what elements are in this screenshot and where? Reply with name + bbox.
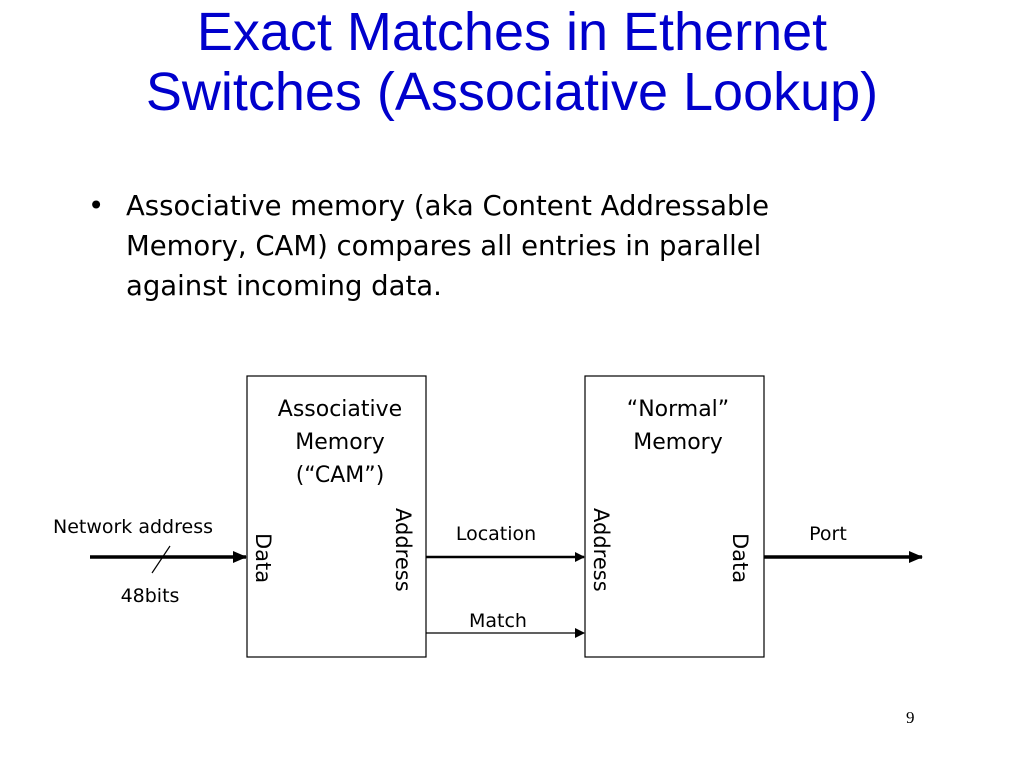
- bullet-list: • Associative memory (aka Content Addres…: [88, 186, 888, 306]
- bullet-line-2: Memory, CAM) compares all entries in par…: [126, 230, 762, 262]
- normal-address-port-label: Address: [589, 508, 613, 592]
- title-line-2: Switches (Associative Lookup): [145, 62, 879, 122]
- normal-data-port-label: Data: [728, 533, 752, 583]
- cam-label-line-2: Memory: [295, 430, 384, 455]
- bus-width-slash: [151, 545, 171, 574]
- bus-width-label: 48bits: [121, 585, 180, 607]
- location-label: Location: [456, 523, 536, 545]
- cam-label-line-3: (“CAM”): [296, 463, 385, 488]
- port-label: Port: [809, 523, 847, 545]
- normal-memory-label-line-2: Memory: [633, 430, 722, 455]
- network-address-label: Network address: [53, 516, 213, 538]
- cam-box: [246, 375, 427, 658]
- page-number: 9: [906, 708, 915, 727]
- bullet-line-1: Associative memory (aka Content Addressa…: [126, 190, 770, 222]
- cam-data-port-label: Data: [251, 533, 275, 583]
- cam-label-line-1: Associative: [278, 397, 402, 422]
- bullet-item: • Associative memory (aka Content Addres…: [88, 186, 888, 306]
- bullet-marker: •: [88, 190, 105, 222]
- normal-memory-label-line-1: “Normal”: [627, 397, 729, 422]
- bullet-line-3: against incoming data.: [126, 270, 442, 302]
- title-line-1: Exact Matches in Ethernet: [196, 2, 828, 62]
- cam-address-port-label: Address: [391, 508, 415, 592]
- normal-memory-box: [584, 375, 765, 658]
- match-label: Match: [469, 610, 527, 632]
- slide-title: Exact Matches in Ethernet Switches (Asso…: [0, 2, 1024, 122]
